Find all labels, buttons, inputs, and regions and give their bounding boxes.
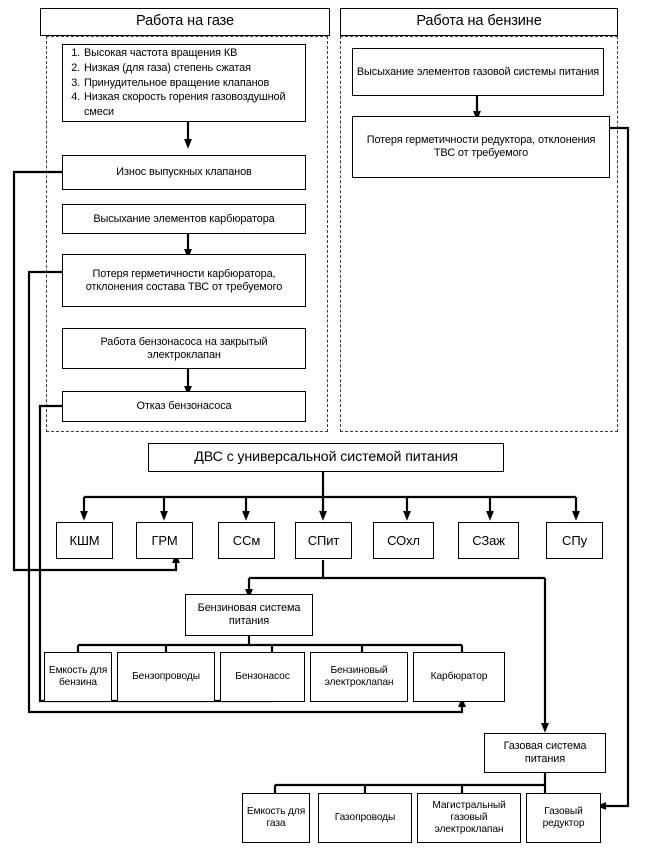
system-label: ССм	[232, 532, 261, 548]
system-box-spit: СПит	[295, 522, 352, 559]
system-label: КШМ	[69, 532, 100, 548]
gas-system-label: Газовая система питания	[503, 740, 587, 765]
carburetor-drying-label: Высыхание элементов карбюратора	[93, 212, 275, 225]
petrol-component-label: Бензонасос	[235, 670, 290, 682]
petrol-component-label: Бензиновый электроклапан	[324, 664, 394, 688]
gas-panel-title: Работа на газе	[40, 8, 330, 36]
gas-cause-item: Принудительное вращение клапанов	[83, 76, 305, 91]
petrol-component-carburetor: Карбюратор	[413, 652, 505, 702]
pump-failure-label: Отказ бензонасоса	[136, 400, 232, 413]
system-label: СОхл	[387, 532, 420, 548]
petrol-component-tank: Емкость для бензина	[44, 652, 112, 702]
petrol-component-solenoid: Бензиновый электроклапан	[310, 652, 408, 702]
gas-component-label: Газопроводы	[334, 811, 396, 823]
gas-cause-item: Низкая (для газа) степень сжатая	[83, 61, 305, 76]
petrol-component-label: Карбюратор	[430, 670, 488, 682]
system-label: СЗаж	[472, 532, 505, 548]
system-box-grm: ГРМ	[136, 522, 193, 559]
system-box-szazh: СЗаж	[458, 522, 519, 559]
reducer-leak-label: Потеря герметичности редуктора, отклонен…	[366, 134, 596, 159]
gas-system-box: Газовая система питания	[484, 733, 606, 773]
petrol-component-lines: Бензопроводы	[117, 652, 215, 702]
system-box-spu: СПу	[546, 522, 603, 559]
petrol-system-label: Бензиновая система питания	[197, 602, 301, 627]
gas-component-main-solenoid: Магистральный газовый электроклапан	[417, 793, 521, 843]
petrol-panel-title: Работа на бензине	[340, 8, 618, 36]
system-box-kshm: КШМ	[56, 522, 113, 559]
petrol-panel-title-text: Работа на бензине	[416, 13, 542, 30]
carburetor-leak-box: Потеря герметичности карбюратора, отклон…	[62, 254, 306, 307]
gas-causes-box: Высокая частота вращения КВ Низкая (для …	[62, 44, 306, 122]
valve-wear-box: Износ выпускных клапанов	[62, 155, 306, 190]
gas-component-reducer: Газовый редуктор	[526, 793, 601, 843]
gas-cause-item: Высокая частота вращения КВ	[83, 46, 305, 61]
pump-closed-valve-box: Работа бензонасоса на закрытый электрокл…	[62, 328, 306, 369]
engine-label: ДВС с универсальной системой питания	[194, 449, 458, 466]
gas-panel-title-text: Работа на газе	[136, 13, 234, 30]
gas-causes-list: Высокая частота вращения КВ Низкая (для …	[63, 46, 305, 120]
system-box-sohl: СОхл	[373, 522, 434, 559]
reducer-leak-box: Потеря герметичности редуктора, отклонен…	[352, 116, 610, 178]
gas-system-drying-box: Высыхание элементов газовой системы пита…	[352, 48, 604, 96]
gas-component-label: Магистральный газовый электроклапан	[432, 799, 506, 836]
valve-wear-label: Износ выпускных клапанов	[116, 166, 252, 179]
carburetor-drying-box: Высыхание элементов карбюратора	[62, 204, 306, 234]
gas-component-label: Емкость для газа	[246, 805, 306, 829]
carburetor-leak-label: Потеря герметичности карбюратора, отклон…	[85, 267, 283, 293]
gas-component-tank: Емкость для газа	[242, 793, 310, 843]
system-label: СПит	[307, 532, 340, 548]
gas-cause-item: Низкая скорость горения газовоздушной см…	[83, 90, 305, 120]
system-label: ГРМ	[151, 532, 178, 548]
petrol-component-pump: Бензонасос	[220, 652, 305, 702]
system-label: СПу	[562, 532, 587, 548]
system-box-ssm: ССм	[218, 522, 275, 559]
petrol-component-label: Емкость для бензина	[48, 664, 108, 688]
engine-box: ДВС с универсальной системой питания	[148, 443, 504, 472]
gas-component-label: Газовый редуктор	[542, 805, 585, 829]
petrol-component-label: Бензопроводы	[132, 670, 200, 682]
pump-failure-box: Отказ бензонасоса	[62, 391, 306, 422]
pump-closed-valve-label: Работа бензонасоса на закрытый электрокл…	[100, 335, 268, 361]
petrol-system-box: Бензиновая система питания	[185, 594, 313, 636]
gas-system-drying-label: Высыхание элементов газовой системы пита…	[356, 65, 600, 78]
gas-component-lines: Газопроводы	[318, 793, 412, 843]
